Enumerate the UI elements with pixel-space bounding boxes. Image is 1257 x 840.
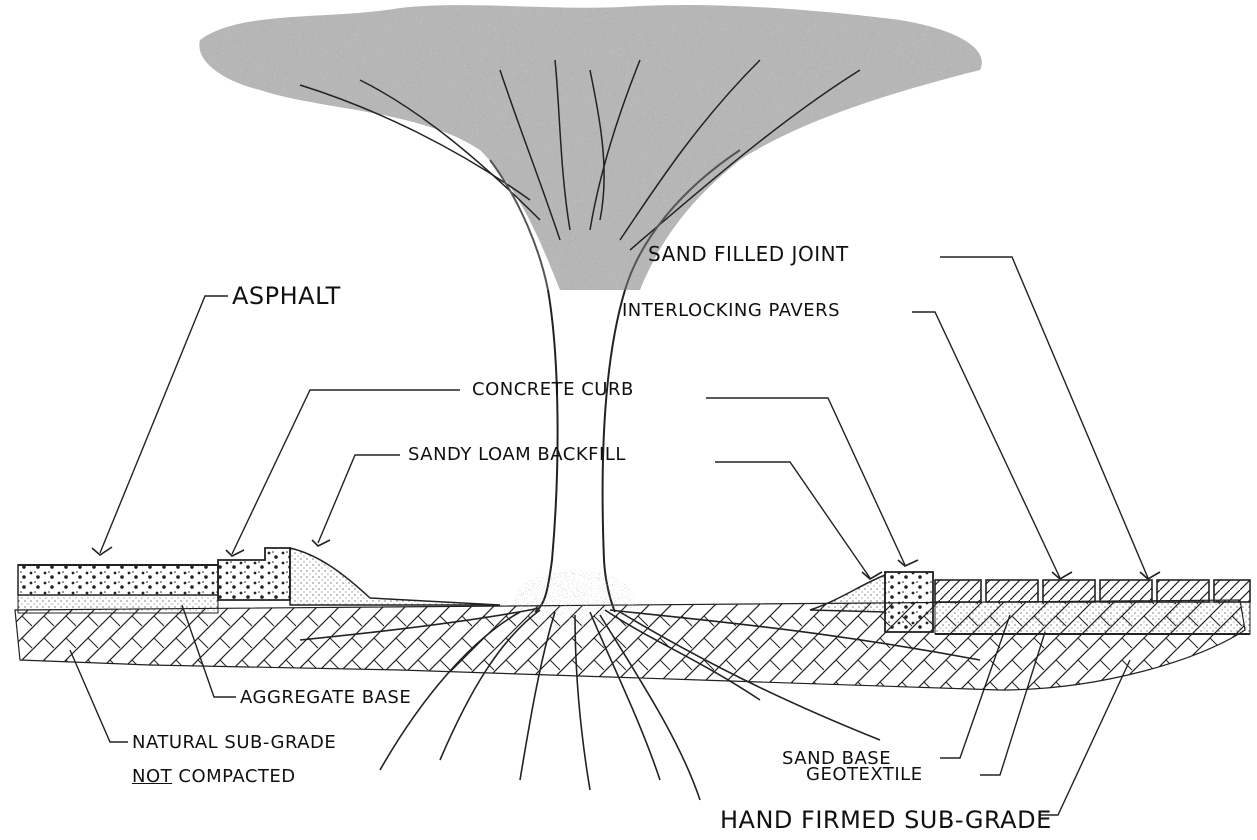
label-not-compacted: NOT COMPACTED xyxy=(132,768,296,786)
sand-base-layer xyxy=(935,602,1250,634)
label-sandy-loam-backfill: SANDY LOAM BACKFILL xyxy=(408,446,626,464)
aggregate-base-layer xyxy=(18,595,218,613)
label-concrete-curb: CONCRETE CURB xyxy=(472,381,634,399)
tree-canopy xyxy=(199,5,982,290)
concrete-curb-leader-right xyxy=(706,398,905,565)
interlocking-pavers xyxy=(935,580,1250,602)
interlocking-pavers-leader xyxy=(912,312,1060,578)
label-geotextile: GEOTEXTILE xyxy=(806,766,923,784)
sandy-loam-leader-left xyxy=(318,455,400,543)
label-asphalt: ASPHALT xyxy=(232,284,341,308)
asphalt-layer xyxy=(18,565,218,595)
left-concrete-curb xyxy=(218,548,290,600)
label-interlocking-pavers: INTERLOCKING PAVERS xyxy=(622,302,840,320)
concrete-curb-leader-left xyxy=(232,390,460,554)
label-aggregate-base: AGGREGATE BASE xyxy=(240,689,411,707)
label-compacted: COMPACTED xyxy=(178,766,295,787)
asphalt-leader xyxy=(100,296,228,553)
label-sand-filled-joint: SAND FILLED JOINT xyxy=(648,244,849,264)
sand-filled-joint-leader xyxy=(940,257,1148,578)
label-not-word: NOT xyxy=(132,766,172,787)
right-concrete-curb xyxy=(885,572,933,632)
right-sandy-loam-backfill xyxy=(810,575,885,612)
label-hand-firmed-sub-grade: HAND FIRMED SUB-GRADE xyxy=(720,808,1052,832)
left-sandy-loam-backfill xyxy=(290,548,500,605)
sandy-loam-leader-right xyxy=(715,462,870,578)
label-natural-sub-grade: NATURAL SUB-GRADE xyxy=(132,734,336,752)
